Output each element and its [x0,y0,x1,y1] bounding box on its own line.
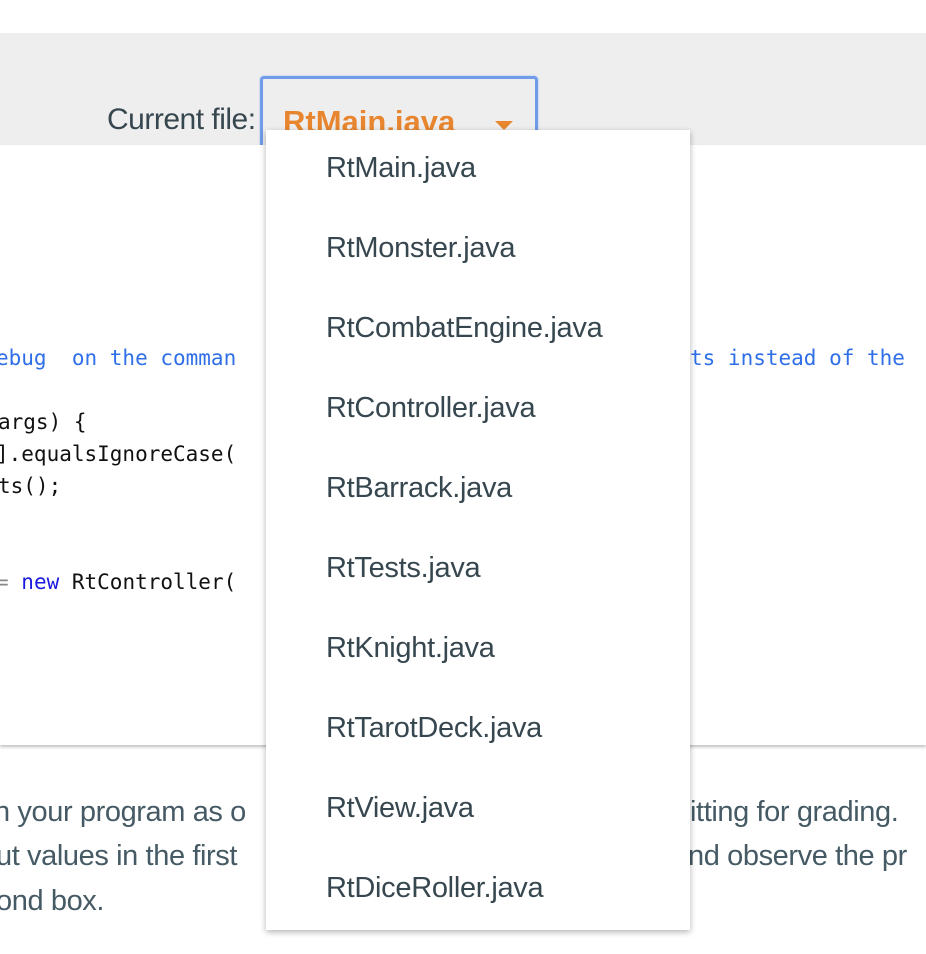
instruction-text: n your program as o [0,796,246,828]
code-line: = new RtController( [0,570,236,594]
menu-item-rtcombatengine[interactable]: RtCombatEngine.java [326,312,603,344]
menu-item-rttests[interactable]: RtTests.java [326,552,481,584]
code-operator: = [0,570,9,594]
instruction-text: nd observe the pr [688,840,907,872]
menu-item-rtbarrack[interactable]: RtBarrack.java [326,472,512,504]
file-dropdown-menu: RtMain.java RtMonster.java RtCombatEngin… [266,130,690,930]
code-keyword: new [21,570,60,594]
menu-item-rttarotdeck[interactable]: RtTarotDeck.java [326,712,542,744]
instruction-text: ut values in the first [0,840,238,872]
menu-item-rtknight[interactable]: RtKnight.java [326,632,495,664]
current-file-label: Current file: [107,103,256,136]
chevron-down-icon [495,121,513,130]
code-text: RtController( [59,570,237,594]
code-line: ].equalsIgnoreCase( [0,442,237,466]
menu-item-rtmain[interactable]: RtMain.java [326,152,476,184]
code-line: args) { [0,410,87,434]
menu-item-rtdiceroller[interactable]: RtDiceRoller.java [326,872,544,904]
instruction-text: ond box. [0,885,105,917]
menu-item-rtmonster[interactable]: RtMonster.java [326,232,516,264]
code-line: ts(); [0,474,62,498]
menu-item-rtview[interactable]: RtView.java [326,792,474,824]
code-comment-right: ts instead of the [690,346,905,370]
menu-item-rtcontroller[interactable]: RtController.java [326,392,536,424]
code-comment: ebug on the comman [0,346,237,370]
file-selector-bar: Current file: RtMain.java [0,33,926,166]
instruction-text: itting for grading. [690,796,899,828]
